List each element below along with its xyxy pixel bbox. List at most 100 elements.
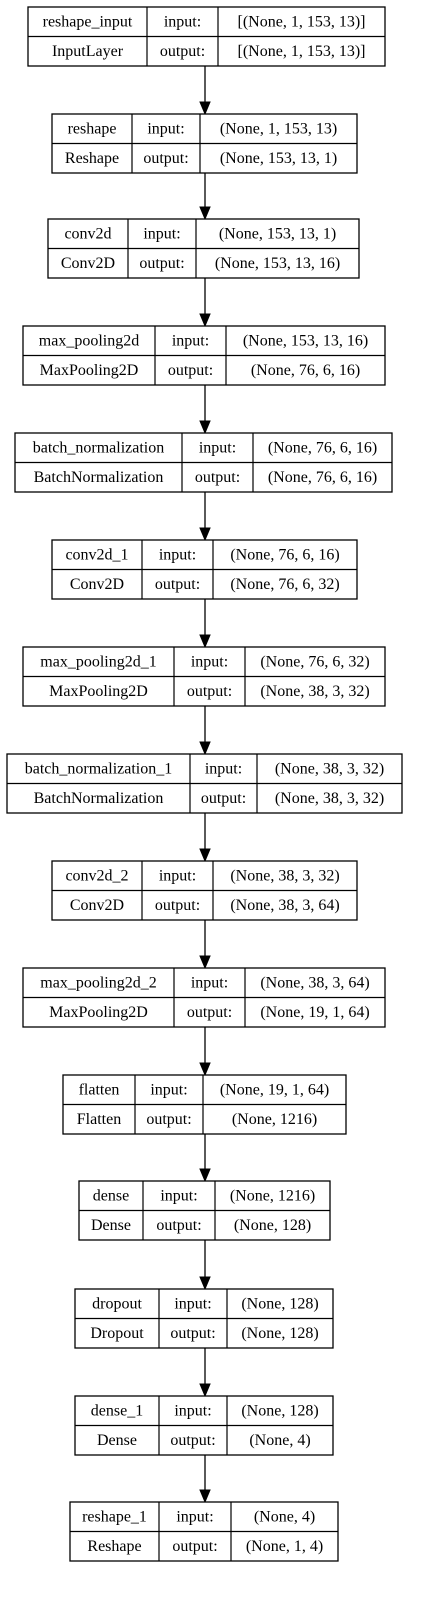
input-label: input: — [159, 546, 196, 563]
layer-name: reshape_1 — [82, 1508, 147, 1525]
edge-arrow — [199, 173, 211, 221]
arrowhead — [199, 955, 211, 970]
edge-arrow — [199, 385, 211, 435]
arrowhead — [199, 741, 211, 756]
arrowhead — [199, 527, 211, 542]
output-shape: (None, 4) — [249, 1432, 310, 1449]
layer-name: conv2d_2 — [65, 867, 128, 884]
layer-name: dense — [93, 1187, 129, 1204]
edges — [199, 66, 211, 1504]
edge-arrow — [199, 1134, 211, 1183]
input-shape: (None, 19, 1, 64) — [220, 1081, 329, 1098]
input-shape: (None, 153, 13, 1) — [219, 225, 336, 242]
arrowhead — [199, 313, 211, 328]
output-label: output: — [146, 1111, 191, 1128]
output-shape: (None, 38, 3, 64) — [230, 897, 339, 914]
layer-name: reshape_input — [43, 13, 133, 30]
arrowhead — [199, 848, 211, 863]
layer-name: flatten — [79, 1081, 120, 1098]
arrowhead — [199, 420, 211, 435]
arrowhead — [199, 1489, 211, 1504]
input-label: input: — [159, 867, 196, 884]
layer-name: dropout — [92, 1295, 142, 1312]
output-shape: (None, 38, 3, 32) — [260, 683, 369, 700]
layer-type: Reshape — [65, 150, 119, 167]
input-label: input: — [164, 13, 201, 30]
output-shape: (None, 153, 13, 1) — [220, 150, 337, 167]
layer-name: max_pooling2d_1 — [40, 653, 156, 670]
output-label: output: — [155, 576, 200, 593]
edge-arrow — [199, 1455, 211, 1504]
layer-name: dense_1 — [91, 1402, 143, 1419]
input-shape: (None, 1216) — [230, 1187, 315, 1204]
input-label: input: — [199, 439, 236, 456]
input-shape: (None, 76, 6, 16) — [230, 546, 339, 563]
layer-type: Conv2D — [70, 576, 124, 593]
layer-type: MaxPooling2D — [49, 683, 148, 700]
layer-type: BatchNormalization — [34, 469, 164, 486]
input-label: input: — [174, 1402, 211, 1419]
layer-type: MaxPooling2D — [40, 362, 139, 379]
layer-type: Conv2D — [70, 897, 124, 914]
layer-node-max_pooling2d_1: max_pooling2d_1MaxPooling2Dinput:output:… — [22, 646, 386, 707]
output-shape: (None, 153, 13, 16) — [215, 255, 340, 272]
layer-node-max_pooling2d_2: max_pooling2d_2MaxPooling2Dinput:output:… — [22, 967, 386, 1028]
layer-type: Dense — [97, 1432, 137, 1449]
layer-node-reshape_input: reshape_inputInputLayerinput:output:[(No… — [27, 6, 386, 67]
layer-type: Dense — [91, 1217, 131, 1234]
output-shape: (None, 19, 1, 64) — [260, 1004, 369, 1021]
output-shape: (None, 76, 6, 32) — [230, 576, 339, 593]
output-label: output: — [172, 1538, 217, 1555]
output-label: output: — [139, 255, 184, 272]
output-label: output: — [187, 683, 232, 700]
output-label: output: — [195, 469, 240, 486]
layer-name: max_pooling2d_2 — [40, 974, 156, 991]
edge-arrow — [199, 66, 211, 116]
arrowhead — [199, 101, 211, 116]
arrowhead — [199, 1168, 211, 1183]
input-shape: (None, 38, 3, 32) — [275, 760, 384, 777]
arrowhead — [199, 1276, 211, 1291]
edge-arrow — [199, 920, 211, 970]
input-label: input: — [147, 120, 184, 137]
input-shape: (None, 128) — [241, 1402, 318, 1419]
output-shape: (None, 38, 3, 32) — [275, 790, 384, 807]
edge-arrow — [199, 813, 211, 863]
output-shape: [(None, 1, 153, 13)] — [238, 43, 366, 60]
arrowhead — [199, 1383, 211, 1398]
edge-arrow — [199, 492, 211, 542]
input-shape: [(None, 1, 153, 13)] — [238, 13, 366, 30]
edge-arrow — [199, 599, 211, 649]
input-shape: (None, 38, 3, 32) — [230, 867, 339, 884]
edge-arrow — [199, 1027, 211, 1077]
layer-type: Reshape — [87, 1538, 141, 1555]
output-label: output: — [156, 1217, 201, 1234]
arrowhead — [199, 206, 211, 221]
layer-name: batch_normalization — [33, 439, 165, 456]
layer-name: conv2d_1 — [65, 546, 128, 563]
input-label: input: — [205, 760, 242, 777]
input-label: input: — [143, 225, 180, 242]
layer-type: Conv2D — [61, 255, 115, 272]
input-label: input: — [172, 332, 209, 349]
input-label: input: — [176, 1508, 213, 1525]
output-label: output: — [201, 790, 246, 807]
layer-name: batch_normalization_1 — [25, 760, 173, 777]
layer-name: reshape — [68, 120, 117, 137]
output-shape: (None, 76, 6, 16) — [268, 469, 377, 486]
edge-arrow — [199, 706, 211, 756]
output-shape: (None, 128) — [234, 1217, 311, 1234]
layer-name: max_pooling2d — [39, 332, 139, 349]
layer-node-max_pooling2d: max_pooling2dMaxPooling2Dinput:output:(N… — [22, 325, 386, 386]
output-label: output: — [143, 150, 188, 167]
layer-type: InputLayer — [52, 43, 124, 60]
